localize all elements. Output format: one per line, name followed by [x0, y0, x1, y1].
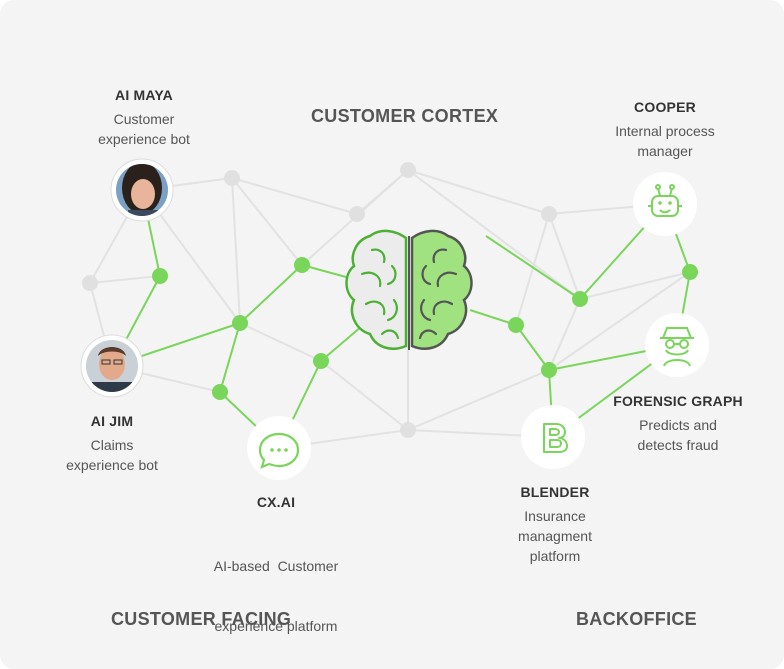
- forensic-name: FORENSIC GRAPH: [613, 393, 743, 409]
- section-customer-cortex: CUSTOMER CORTEX: [311, 106, 499, 126]
- cooper-name: COOPER: [634, 99, 696, 115]
- maya-label: AI MAYA Customer experience bot: [74, 87, 214, 149]
- cooper-desc: Internal process manager: [615, 123, 715, 159]
- jim-name: AI JIM: [90, 413, 134, 429]
- forensic-label: FORENSIC GRAPH Predicts and detects frau…: [598, 393, 758, 455]
- jim-desc: Claims experience bot: [66, 437, 158, 473]
- cxai-desc: AI-based Customer experience platform: [213, 558, 339, 634]
- section-customer-facing: CUSTOMER FACING: [111, 609, 292, 629]
- robot-icon: [633, 172, 697, 236]
- green-dots: [152, 257, 698, 400]
- jim-label: AI JIM Claims experience bot: [42, 413, 182, 475]
- letter-b-icon: [521, 405, 585, 469]
- blender-label: BLENDER Insurance managment platform: [485, 484, 625, 566]
- cxai-label: CX.AI AI-based Customer experience platf…: [196, 494, 356, 669]
- blender-name: BLENDER: [520, 484, 590, 500]
- maya-name: AI MAYA: [115, 87, 173, 103]
- jim-avatar: [80, 334, 144, 398]
- forensic-desc: Predicts and detects fraud: [637, 417, 719, 453]
- section-backoffice: BACKOFFICE: [576, 609, 697, 629]
- maya-desc: Customer experience bot: [98, 111, 190, 147]
- gray-dots: [82, 162, 557, 438]
- cooper-label: COOPER Internal process manager: [595, 99, 735, 161]
- cxai-name: CX.AI: [256, 494, 296, 510]
- blender-desc: Insurance managment platform: [518, 508, 592, 564]
- brain-icon: [345, 229, 473, 350]
- chat-bubble-icon: [247, 416, 311, 480]
- maya-avatar: [110, 158, 174, 222]
- detective-icon: [645, 313, 709, 377]
